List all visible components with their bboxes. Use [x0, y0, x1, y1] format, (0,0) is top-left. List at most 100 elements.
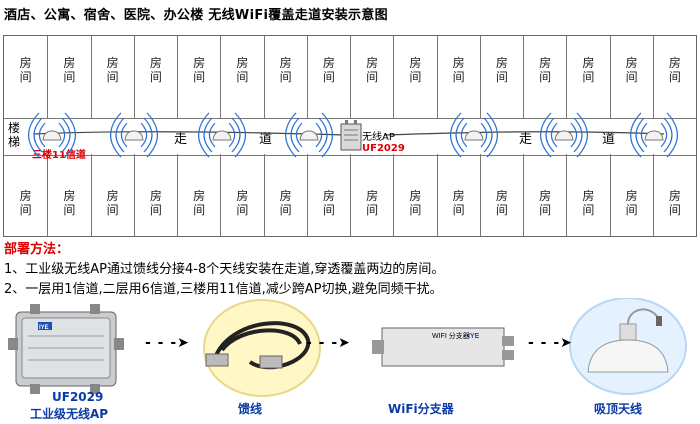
- room-label: 间: [149, 70, 162, 84]
- room: 房间: [47, 36, 90, 118]
- room: 房间: [393, 36, 436, 118]
- room-label: 房: [322, 189, 335, 203]
- room-label: 间: [279, 70, 292, 84]
- room-label: 房: [236, 56, 249, 70]
- room-label: 房: [279, 56, 292, 70]
- room: 房间: [566, 36, 609, 118]
- room: 房间: [652, 154, 696, 236]
- room-label: 房: [625, 56, 638, 70]
- room: 房间: [263, 36, 307, 118]
- room-label: 间: [539, 70, 552, 84]
- room: 房间: [177, 154, 220, 236]
- room: 房间: [436, 36, 480, 118]
- room-label: 间: [106, 70, 119, 84]
- room: 房间: [4, 154, 47, 236]
- room-label: 间: [625, 70, 638, 84]
- room: 房间: [177, 36, 220, 118]
- room: 房间: [350, 36, 393, 118]
- room-label: 房: [19, 56, 32, 70]
- stairs-label: 楼梯: [8, 121, 21, 149]
- room-label: 间: [19, 203, 32, 217]
- room-label: 间: [668, 203, 681, 217]
- room-label: 间: [193, 70, 206, 84]
- wifi-splitter-icon: [372, 327, 514, 367]
- ceiling-antenna-icon: [569, 298, 687, 395]
- room-label: 房: [668, 189, 681, 203]
- room: 房间: [47, 154, 90, 236]
- room-label: 间: [625, 203, 638, 217]
- room: 房间: [306, 154, 350, 236]
- room: 房间: [436, 154, 480, 236]
- ap-label: 无线AP UF2029: [362, 132, 405, 154]
- room-label: 房: [193, 56, 206, 70]
- room: 房间: [90, 36, 134, 118]
- splitter-caption: WiFi分支器: [388, 402, 454, 416]
- arrow-icon: - - -➤: [145, 335, 190, 351]
- page-title: 酒店、公寓、宿舍、医院、办公楼 无线WiFi覆盖走道安装示意图: [4, 8, 388, 23]
- feeder-cable-icon: [203, 299, 321, 397]
- room: 房间: [609, 36, 653, 118]
- ap-model: UF2029: [362, 143, 405, 154]
- room: 房间: [350, 154, 393, 236]
- room: 房间: [479, 154, 523, 236]
- room-label: 房: [495, 56, 508, 70]
- room-label: 房: [409, 56, 422, 70]
- ap-model-caption: UF2029: [52, 390, 104, 404]
- room: 房间: [609, 154, 653, 236]
- ap-brand-text: IYE: [39, 325, 49, 331]
- room-label: 间: [106, 203, 119, 217]
- deploy-note: 1、工业级无线AP通过馈线分接4-8个天线安装在走道,穿透覆盖两边的房间。: [4, 262, 445, 277]
- deploy-heading: 部署方法：: [4, 242, 70, 257]
- room-label: 房: [63, 56, 76, 70]
- room-label: 房: [409, 189, 422, 203]
- ap-name-caption: 工业级无线AP: [30, 407, 109, 421]
- corridor: 走 道 走 道: [4, 118, 696, 156]
- room-label: 房: [149, 56, 162, 70]
- splitter-label: WIFI 分支器: [432, 331, 470, 340]
- room-label: 房: [19, 189, 32, 203]
- room-label: 间: [322, 203, 335, 217]
- room: 房间: [479, 36, 523, 118]
- corridor-label: 走: [174, 132, 188, 147]
- room: 房间: [566, 154, 609, 236]
- room-label: 房: [582, 189, 595, 203]
- room-label: 房: [452, 189, 465, 203]
- room-label: 房: [539, 189, 552, 203]
- room: 房间: [133, 36, 177, 118]
- room-label: 间: [63, 70, 76, 84]
- room-label: 房: [582, 56, 595, 70]
- room: 房间: [90, 154, 134, 236]
- cable-caption: 馈线: [238, 402, 263, 416]
- room-label: 房: [625, 189, 638, 203]
- product-row: IYE WIFI 分支器 IYE: [8, 298, 687, 397]
- room-label: 房: [149, 189, 162, 203]
- arrow-icon: - - -➤: [528, 335, 573, 351]
- room-label: 间: [495, 70, 508, 84]
- room-label: 间: [366, 70, 379, 84]
- room-label: 间: [409, 70, 422, 84]
- room-label: 间: [495, 203, 508, 217]
- ap-name: 无线AP: [362, 132, 395, 143]
- room-label: 间: [236, 70, 249, 84]
- room-label: 房: [366, 56, 379, 70]
- corridor-label: 道: [259, 132, 273, 147]
- room-label: 房: [236, 189, 249, 203]
- room: 房间: [4, 36, 47, 118]
- corridor-label: 走: [519, 132, 533, 147]
- deploy-note: 2、一层用1信道,二层用6信道,三楼用11信道,减少跨AP切换,避免同频干扰。: [4, 282, 443, 297]
- room-label: 间: [539, 203, 552, 217]
- room-label: 间: [19, 70, 32, 84]
- room-label: 房: [539, 56, 552, 70]
- room-label: 间: [409, 203, 422, 217]
- room-label: 间: [236, 203, 249, 217]
- room-label: 房: [193, 189, 206, 203]
- room-label: 房: [452, 56, 465, 70]
- room-label: 房: [668, 56, 681, 70]
- room-label: 间: [668, 70, 681, 84]
- room-label: 间: [279, 203, 292, 217]
- room: 房间: [523, 36, 566, 118]
- room-label: 间: [582, 70, 595, 84]
- room-label: 房: [322, 56, 335, 70]
- room-label: 房: [495, 189, 508, 203]
- industrial-ap-icon: [8, 304, 124, 394]
